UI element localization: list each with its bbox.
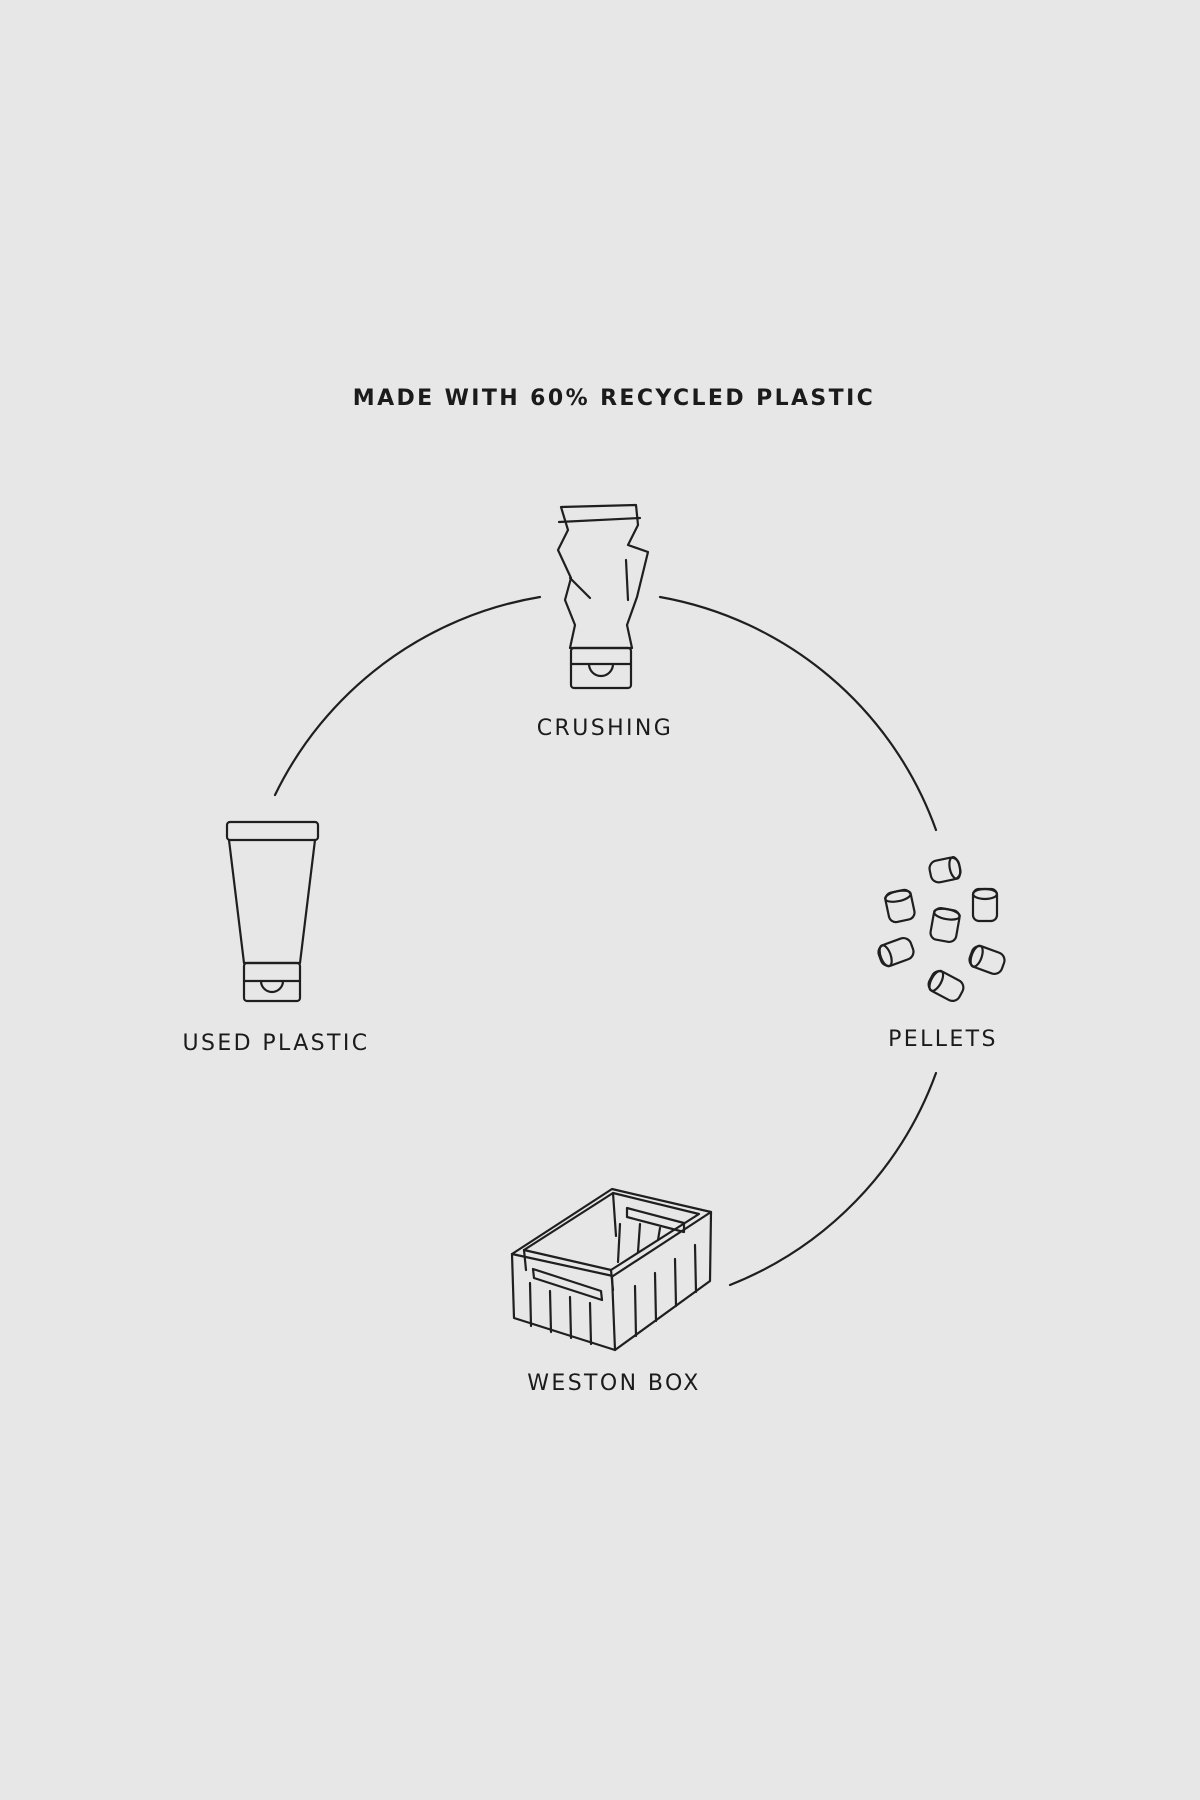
arc-crushing-to-pellets <box>658 595 938 832</box>
step-label-pellets: PELLETS <box>888 1027 998 1052</box>
crushed-tube-icon <box>556 503 650 690</box>
storage-crate-icon <box>510 1187 713 1352</box>
arc-pellets-to-box <box>728 1071 938 1287</box>
step-label-used-plastic: USED PLASTIC <box>182 1031 370 1056</box>
pellets-icon <box>877 856 1006 1002</box>
step-label-crushing: CRUSHING <box>536 716 674 741</box>
plastic-tube-icon <box>225 820 320 1003</box>
step-label-weston-box: WESTON BOX <box>527 1371 701 1396</box>
arc-used-to-crushing <box>273 595 542 797</box>
diagram-title: MADE WITH 60% RECYCLED PLASTIC <box>352 386 876 411</box>
